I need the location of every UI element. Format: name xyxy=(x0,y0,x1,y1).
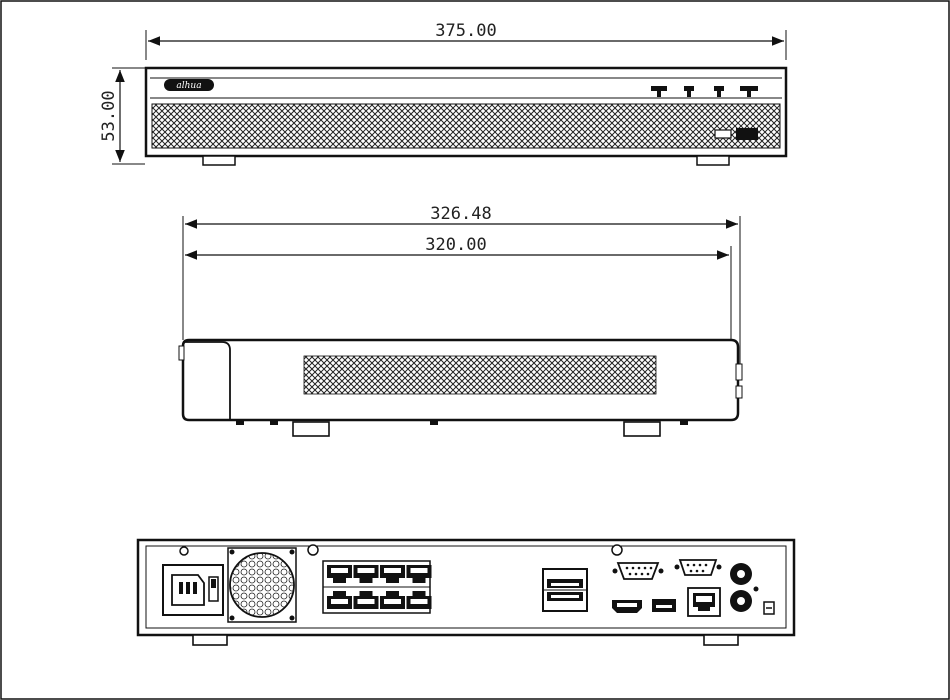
poe-port-8-inner xyxy=(410,599,428,604)
indicator-3-icon xyxy=(714,86,724,91)
audio-led xyxy=(753,586,759,592)
side-rear-connector-2 xyxy=(735,385,743,399)
front-foot-right xyxy=(696,155,730,166)
front-height-label: 53.00 xyxy=(99,90,119,141)
vga-screw-right xyxy=(658,568,664,574)
indicator-1-icon xyxy=(651,86,667,91)
rear-view xyxy=(136,538,796,646)
poe-port-2-inner xyxy=(357,568,375,573)
poe-port-1-inner xyxy=(331,568,348,573)
brand-logo-badge xyxy=(164,79,214,91)
indicator-4-icon xyxy=(740,86,758,91)
side-body-depth-label: 320.00 xyxy=(425,235,486,255)
side-total-depth-label: 326.48 xyxy=(430,204,491,224)
indicator-4-leg xyxy=(747,91,751,97)
side-rear-connector-1 xyxy=(735,363,743,381)
fan-screw-2 xyxy=(289,549,295,555)
ethernet-icon-inner xyxy=(696,596,712,602)
front-indicators xyxy=(651,86,758,97)
front-width-label: 375.00 xyxy=(435,21,496,41)
serial-screw-left xyxy=(674,564,680,570)
power-pin-3 xyxy=(193,582,197,594)
poe-port-block xyxy=(322,560,432,614)
indicator-2-leg xyxy=(687,91,691,97)
indicator-1-leg xyxy=(657,91,661,97)
side-foot-left xyxy=(292,421,330,437)
hdmi-port-inner xyxy=(617,603,637,607)
power-pin-2 xyxy=(186,582,190,594)
fan-icon xyxy=(229,552,295,618)
power-pin-1 xyxy=(179,582,183,594)
vga-connector-icon xyxy=(616,562,660,580)
fan-screw-1 xyxy=(229,549,235,555)
side-foot-right xyxy=(623,421,661,437)
network-module-slot-top-inner xyxy=(551,583,579,586)
front-usb-port-2-icon xyxy=(736,128,758,140)
rear-usb-port-inner xyxy=(656,605,672,608)
fan xyxy=(227,547,297,623)
front-vent-grille xyxy=(151,103,781,149)
side-bottom-clip-4 xyxy=(680,420,688,425)
side-bottom-clip-3 xyxy=(430,420,438,425)
front-foot-left xyxy=(202,155,236,166)
poe-port-5-inner xyxy=(331,599,348,604)
side-vent-grille xyxy=(303,355,657,395)
poe-port-7-inner xyxy=(384,599,401,604)
vga-port xyxy=(612,562,664,580)
serial-pins xyxy=(686,563,708,573)
side-bottom-clip-2 xyxy=(270,420,278,425)
indicator-2-icon xyxy=(684,86,694,91)
side-view: 326.48 320.00 xyxy=(178,204,743,437)
fan-screw-4 xyxy=(289,615,295,621)
serial-port xyxy=(674,559,722,576)
side-bottom-clip-1 xyxy=(236,420,244,425)
serial-connector-icon xyxy=(678,559,718,576)
serial-screw-right xyxy=(716,564,722,570)
rear-foot-right xyxy=(703,634,739,646)
poe-port-6-inner xyxy=(357,599,375,604)
side-front-bezel xyxy=(183,341,231,420)
power-inlet xyxy=(162,564,224,616)
front-view: 375.00 53.00 alhua xyxy=(99,21,788,166)
rear-foot-left xyxy=(192,634,228,646)
poe-port-3-inner xyxy=(384,568,401,573)
ground-screw-icon xyxy=(179,546,189,556)
power-switch-rocker xyxy=(211,579,216,588)
side-front-latch xyxy=(178,345,185,361)
network-module xyxy=(542,568,588,612)
rear-panel-inner xyxy=(145,545,787,629)
vga-screw-left xyxy=(612,568,618,574)
brand-logo: alhua xyxy=(164,79,214,91)
poe-port-4-inner xyxy=(410,568,428,573)
rear-screw-left-icon xyxy=(307,544,319,556)
audio-out-jack-hole xyxy=(737,570,745,578)
front-usb-port-1-icon xyxy=(714,129,732,139)
vga-pins xyxy=(625,566,653,576)
uplink-ethernet-port xyxy=(687,587,721,617)
power-switch-icon xyxy=(208,576,219,602)
brand-logo-text: alhua xyxy=(176,81,201,91)
network-module-slot-bottom-inner xyxy=(551,595,579,598)
fan-screw-3 xyxy=(229,615,235,621)
rear-screw-right-icon xyxy=(611,544,623,556)
indicator-3-leg xyxy=(717,91,721,97)
audio-in-jack-hole xyxy=(737,597,745,605)
